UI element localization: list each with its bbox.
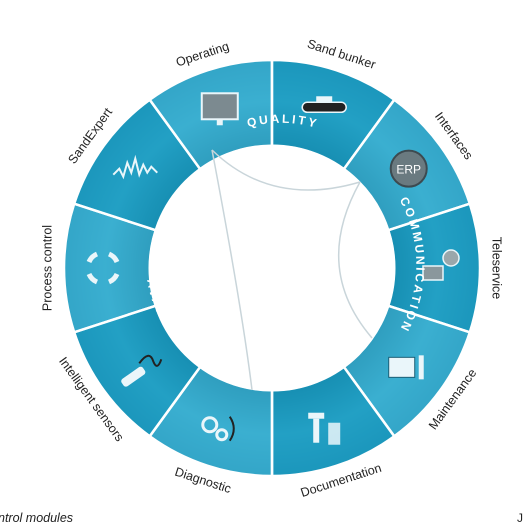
segment-label: Teleservice [490, 237, 504, 300]
availability-divider [211, 149, 253, 391]
recycle-arrows-icon [86, 251, 120, 285]
segment-label: Process control [40, 225, 54, 311]
caption-right: J [517, 511, 523, 525]
segment-icons: ERP [86, 92, 460, 445]
caption-left: ntrol modules [0, 511, 73, 525]
communication-divider [337, 181, 373, 339]
erp-icon: ERP [389, 149, 428, 188]
group-label-quality: QUALITY [246, 112, 321, 131]
erp-label: ERP [396, 163, 421, 177]
bolt-documents-icon [308, 412, 341, 445]
monitor-icon [200, 92, 239, 126]
conveyor-icon [301, 96, 347, 114]
remote-computer-icon [422, 249, 460, 281]
inner-disc [148, 144, 396, 392]
sensor-probe-icon [121, 354, 163, 387]
inner-circle [148, 144, 396, 392]
gears-stethoscope-icon [201, 416, 235, 442]
calendar-wrench-icon [388, 355, 424, 380]
quality-divider [211, 149, 361, 191]
waveform-icon [112, 154, 158, 180]
